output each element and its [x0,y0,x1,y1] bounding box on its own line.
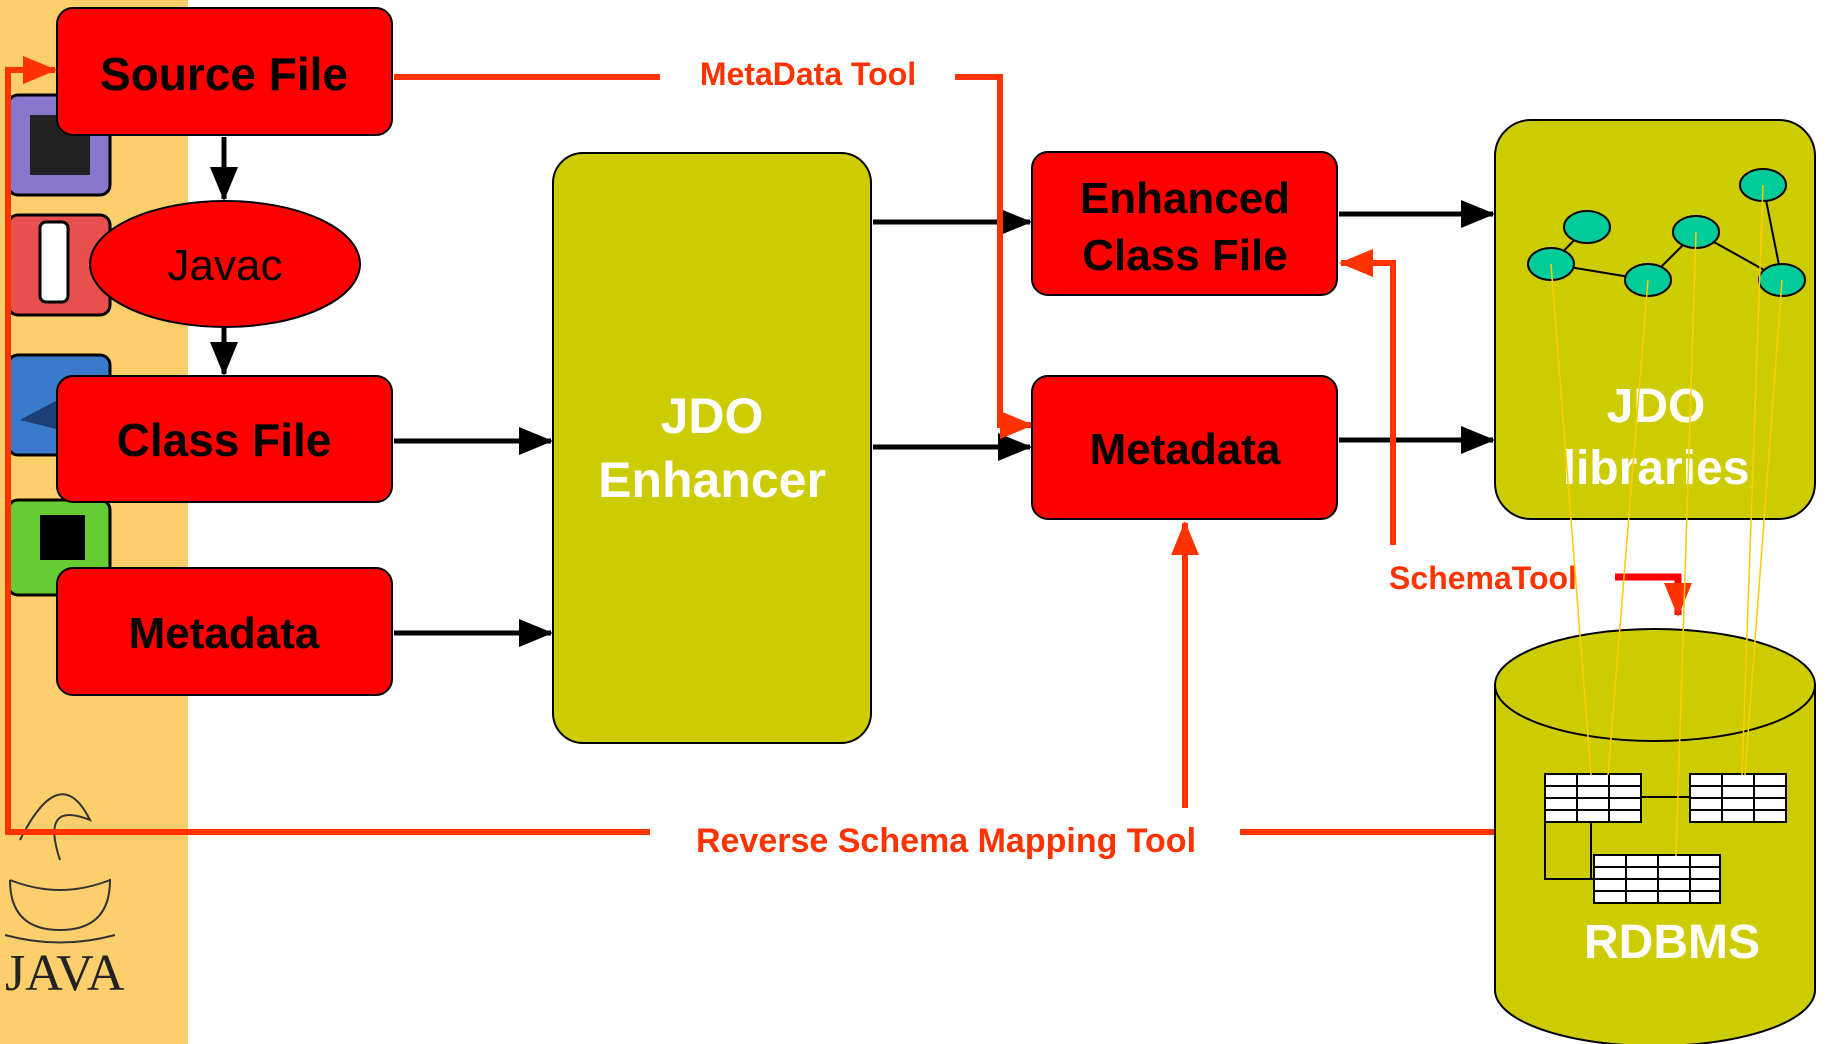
reverse-loop-line-left [5,56,650,835]
rdbms-cylinder [1494,628,1816,1044]
jdo-libraries-label-2: libraries [1563,442,1750,495]
jdo-libraries-label-1: JDO [1607,380,1706,433]
java-logo: JAVA [5,945,125,1002]
javac-ellipse [89,200,361,328]
class-file-box [56,375,393,503]
metadata-tool-label: MetaData Tool [700,56,916,92]
jdo-enhancer-label-2: Enhancer [598,452,826,508]
coffee-cup-icon [4,793,116,944]
object-node [1563,210,1611,244]
db-table [1544,773,1642,823]
metadata-input-box [56,567,393,696]
metadata-output-label: Metadata [1090,425,1281,474]
enhanced-class-file-label-1: Enhanced [1080,174,1290,223]
schema-tool-label: SchemaTool [1389,560,1577,596]
jdo-enhancer-label-1: JDO [661,388,764,444]
class-file-label: Class File [117,414,332,466]
source-file-box [56,7,393,136]
metadata-tool-line-2 [955,74,1034,439]
jdo-enhancer-box [552,152,872,744]
enhanced-class-file-box [1031,151,1338,296]
mapping-lines [1550,184,1783,857]
metadata-input-label: Metadata [129,609,320,658]
enhanced-class-file-label-2: Class File [1082,231,1287,280]
javac-label: Javac [168,241,283,290]
schema-tool-enhanced-arrow [1339,249,1396,545]
reverse-schema-mapping-tool-label: Reverse Schema Mapping Tool [696,822,1196,860]
metadata-output-box [1031,375,1338,520]
schema-tool-rdbms-arrow [1615,573,1692,617]
source-file-label: Source File [100,48,348,100]
rdbms-label: RDBMS [1584,916,1760,969]
db-tables [1544,773,1787,904]
db-table [1689,773,1787,823]
db-table [1593,854,1721,904]
